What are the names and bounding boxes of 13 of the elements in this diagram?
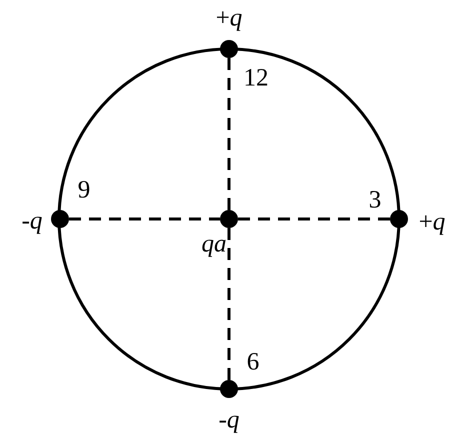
charge-label: -q	[218, 408, 240, 432]
dashed-line	[69, 218, 220, 220]
charge-label: +q	[216, 6, 242, 30]
dashed-line	[228, 228, 230, 380]
clock-number: 12	[244, 66, 268, 90]
dashed-line	[228, 58, 230, 210]
charge-label: -q	[22, 208, 42, 234]
dashed-line	[238, 218, 390, 220]
clock-number: 6	[246, 350, 260, 374]
charge-label: qa	[202, 232, 226, 256]
clock-number: 3	[368, 188, 382, 212]
charge-label: +q	[418, 210, 446, 234]
clock-number: 9	[78, 178, 90, 202]
